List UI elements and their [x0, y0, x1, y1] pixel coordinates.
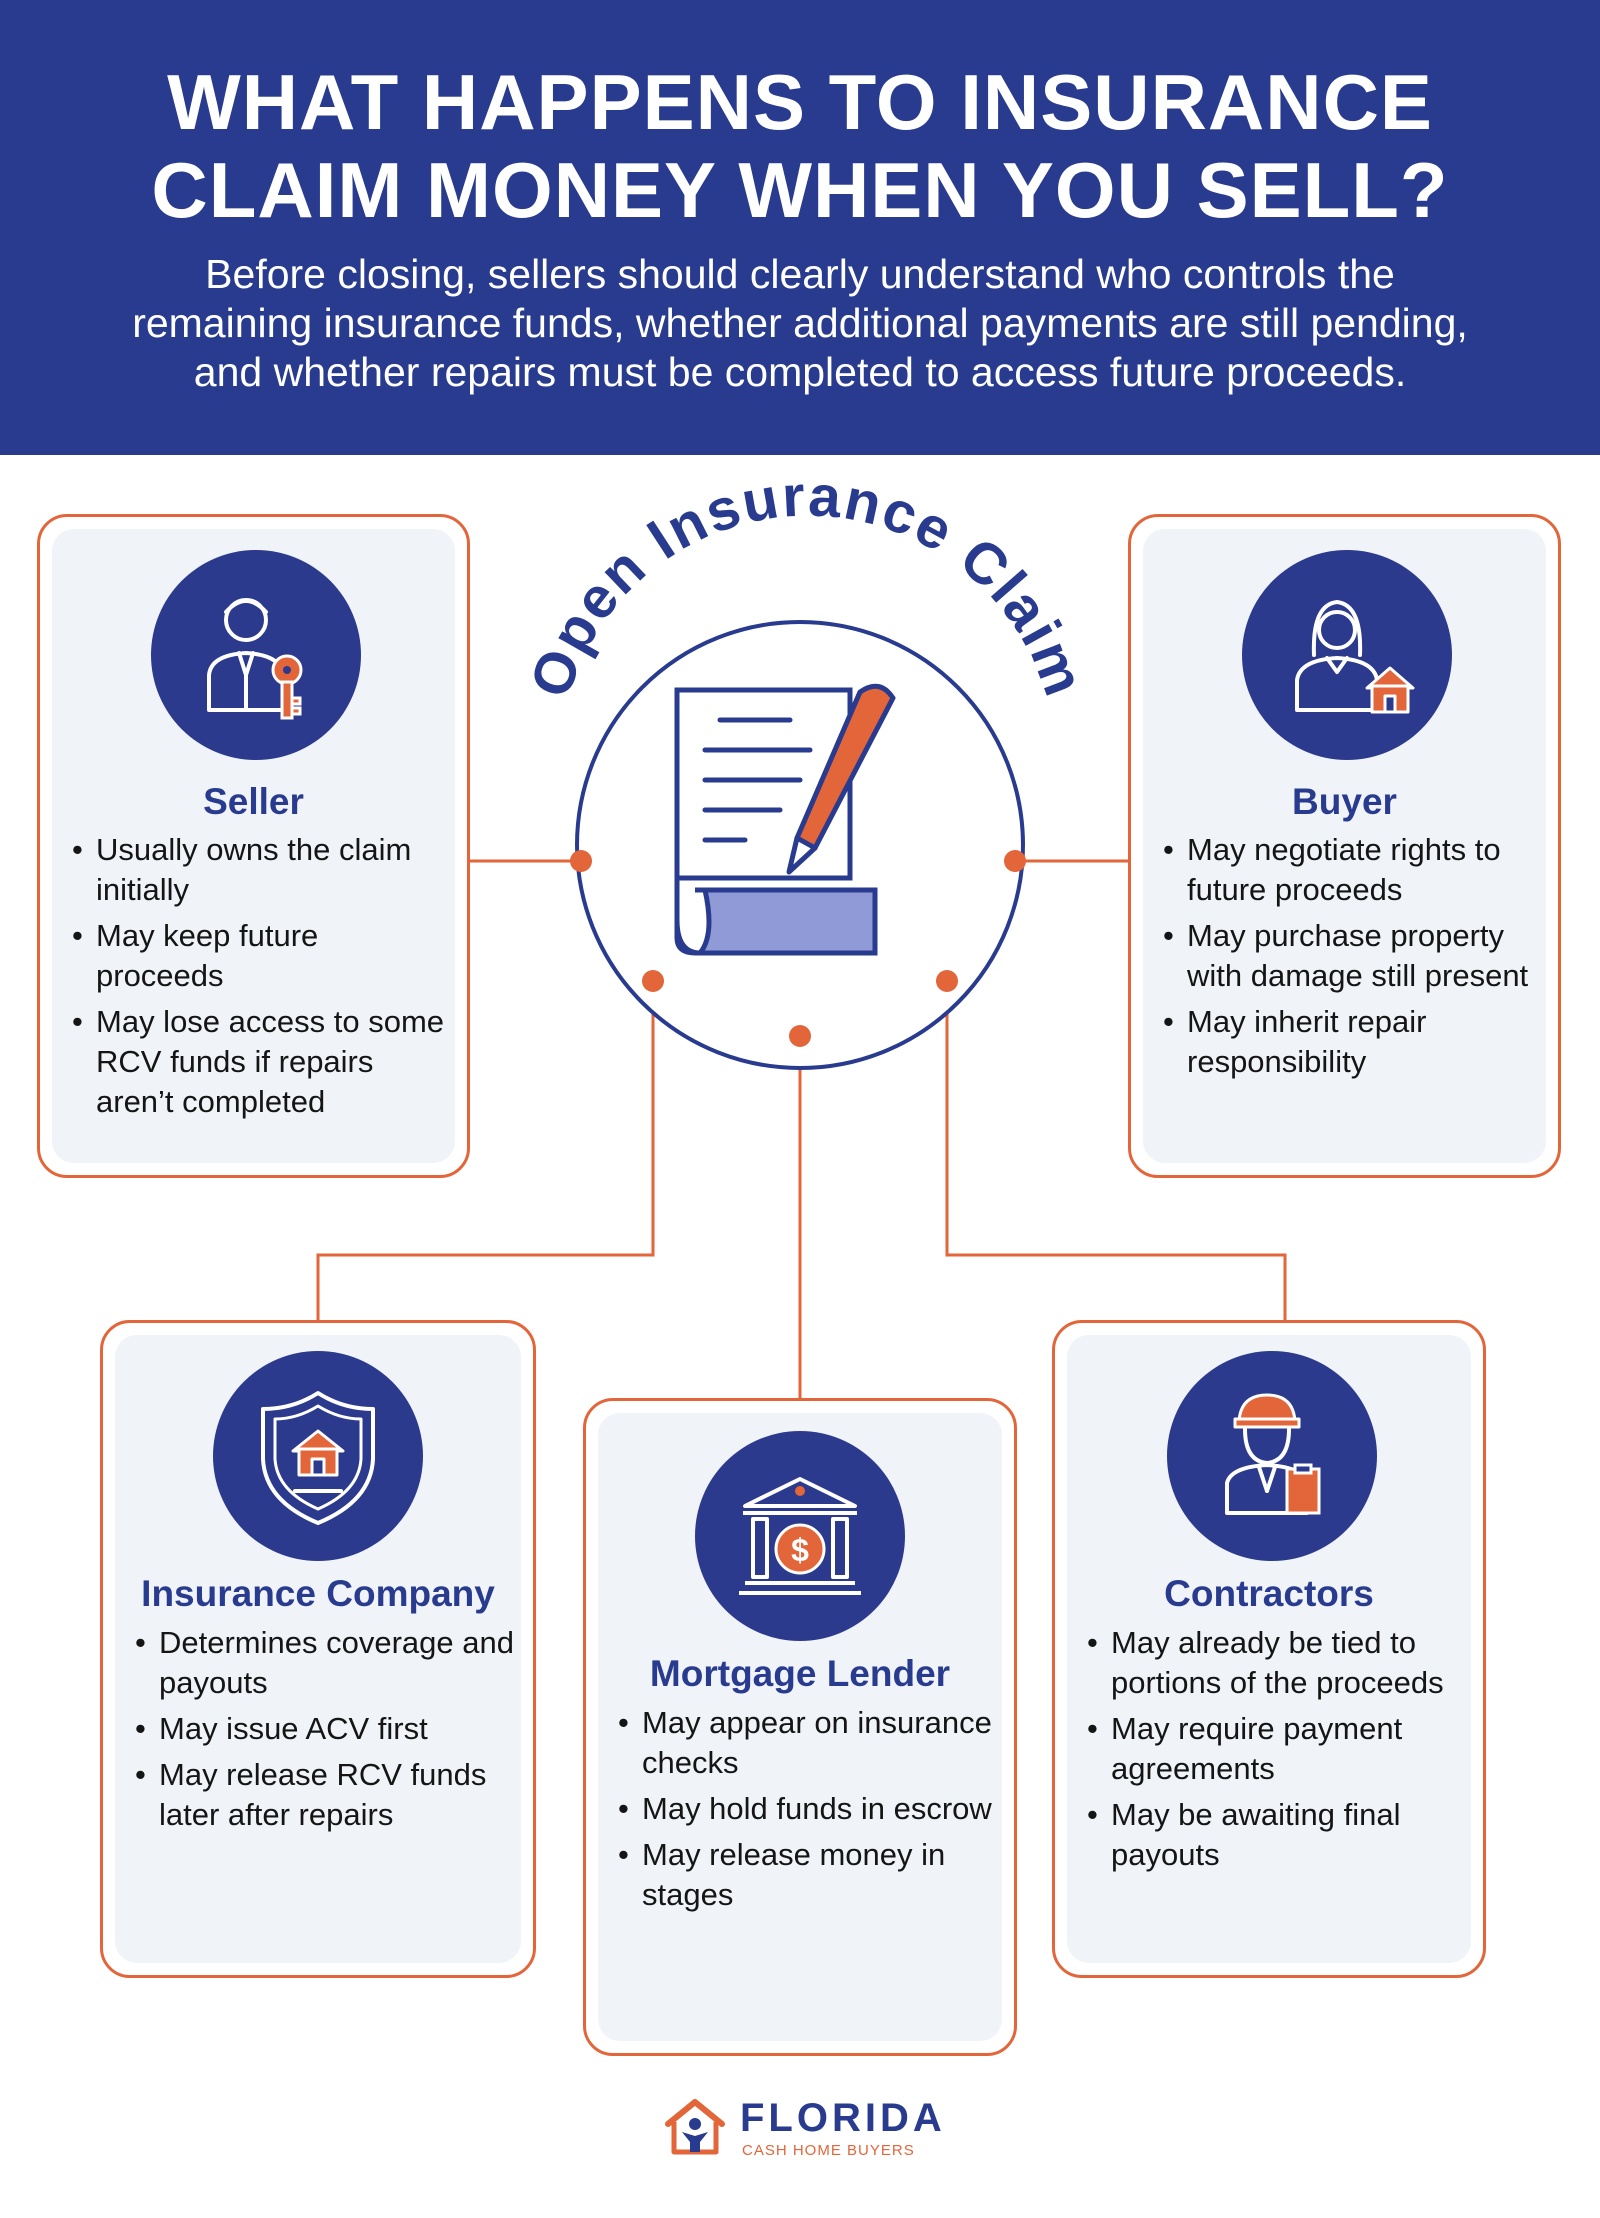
logo-wordmark: FLORIDA — [740, 2096, 946, 2140]
contractors-title: Contractors — [1164, 1573, 1374, 1614]
bank-dollar-icon: $ — [739, 1477, 861, 1595]
connector-dot-bottom — [789, 1025, 811, 1047]
connector-insurance-company — [316, 981, 655, 1320]
connector-dot-lower-left — [642, 970, 664, 992]
page-subtitle: Before closing, sellers should clearly u… — [40, 250, 1560, 397]
seller-title: Seller — [203, 781, 304, 822]
brand-logo: FLORIDA CASH HOME BUYERS — [660, 2096, 950, 2159]
svg-text:$: $ — [791, 1532, 809, 1568]
buyer-item-3: May inherit repair responsibility — [1163, 1002, 1543, 1082]
document-pen-icon — [674, 683, 896, 956]
connector-dot-lower-right — [936, 970, 958, 992]
subtitle-line-3: and whether repairs must be completed to… — [193, 349, 1407, 395]
seller-item-1: Usually owns the claim initially — [72, 830, 452, 910]
buyer-item-2: May purchase property with damage still … — [1163, 916, 1543, 996]
connector-dot-left — [570, 850, 592, 872]
page-title: WHAT HAPPENS TO INSURANCE CLAIM MONEY WH… — [0, 58, 1600, 234]
header-banner: WHAT HAPPENS TO INSURANCE CLAIM MONEY WH… — [0, 0, 1600, 455]
buyer-list: May negotiate rights to future proceeds … — [1163, 830, 1543, 1088]
buyer-item-1: May negotiate rights to future proceeds — [1163, 830, 1543, 910]
buyer-icon-circle — [1242, 550, 1452, 760]
svg-text:Open Insurance Claim: Open Insurance Claim — [518, 470, 1098, 705]
house-person-logo-icon — [665, 2099, 725, 2155]
insurance-company-icon-circle — [213, 1351, 423, 1561]
arc-title-svg: Open Insurance Claim — [518, 470, 1098, 705]
subtitle-line-2: remaining insurance funds, whether addit… — [132, 300, 1468, 346]
seller-item-2: May keep future proceeds — [72, 916, 452, 996]
insurance-company-title: Insurance Company — [141, 1573, 495, 1614]
mortgage-lender-item-1: May appear on insurance checks — [618, 1703, 998, 1783]
insurance-company-item-3: May release RCV funds later after repair… — [135, 1755, 520, 1835]
mortgage-lender-list: May appear on insurance checks May hold … — [618, 1703, 998, 1921]
shield-house-icon — [261, 1391, 375, 1525]
contractors-item-3: May be awaiting final payouts — [1087, 1795, 1472, 1875]
connector-contractors — [945, 981, 1287, 1320]
mortgage-lender-item-2: May hold funds in escrow — [618, 1789, 998, 1829]
seller-with-key-icon — [207, 598, 303, 720]
contractors-item-1: May already be tied to portions of the p… — [1087, 1623, 1472, 1703]
contractors-item-2: May require payment agreements — [1087, 1709, 1472, 1789]
connector-dot-right — [1004, 850, 1026, 872]
subtitle-line-1: Before closing, sellers should clearly u… — [205, 251, 1395, 297]
mortgage-lender-icon-circle: $ — [695, 1431, 905, 1641]
seller-icon-circle — [151, 550, 361, 760]
title-line-2: CLAIM MONEY WHEN YOU SELL? — [151, 146, 1449, 234]
insurance-company-item-1: Determines coverage and payouts — [135, 1623, 520, 1703]
contractors-card: Contractors May already be tied to porti… — [1052, 1320, 1486, 1978]
center-claim-title: Open Insurance Claim — [518, 470, 1096, 705]
contractors-icon-circle — [1167, 1351, 1377, 1561]
mortgage-lender-title: Mortgage Lender — [649, 1653, 951, 1694]
seller-card: Seller Usually owns the claim initially … — [37, 514, 470, 1178]
insurance-company-item-2: May issue ACV first — [135, 1709, 520, 1749]
buyer-with-house-icon — [1295, 600, 1415, 714]
mortgage-lender-item-3: May release money in stages — [618, 1835, 998, 1915]
seller-list: Usually owns the claim initially May kee… — [72, 830, 452, 1128]
contractor-clipboard-icon — [1225, 1393, 1321, 1515]
contractors-list: May already be tied to portions of the p… — [1087, 1623, 1472, 1881]
seller-item-3: May lose access to some RCV funds if rep… — [72, 1002, 452, 1122]
title-line-1: WHAT HAPPENS TO INSURANCE — [167, 58, 1433, 146]
insurance-company-card: Insurance Company Determines coverage an… — [100, 1320, 536, 1978]
logo-tagline: CASH HOME BUYERS — [742, 2142, 915, 2159]
insurance-company-list: Determines coverage and payouts May issu… — [135, 1623, 520, 1841]
center-claim-circle — [575, 620, 1025, 1070]
buyer-card: Buyer May negotiate rights to future pro… — [1128, 514, 1561, 1178]
buyer-title: Buyer — [1292, 781, 1397, 822]
mortgage-lender-card: $ Mortgage Lender May appear on insuranc… — [583, 1398, 1017, 2056]
